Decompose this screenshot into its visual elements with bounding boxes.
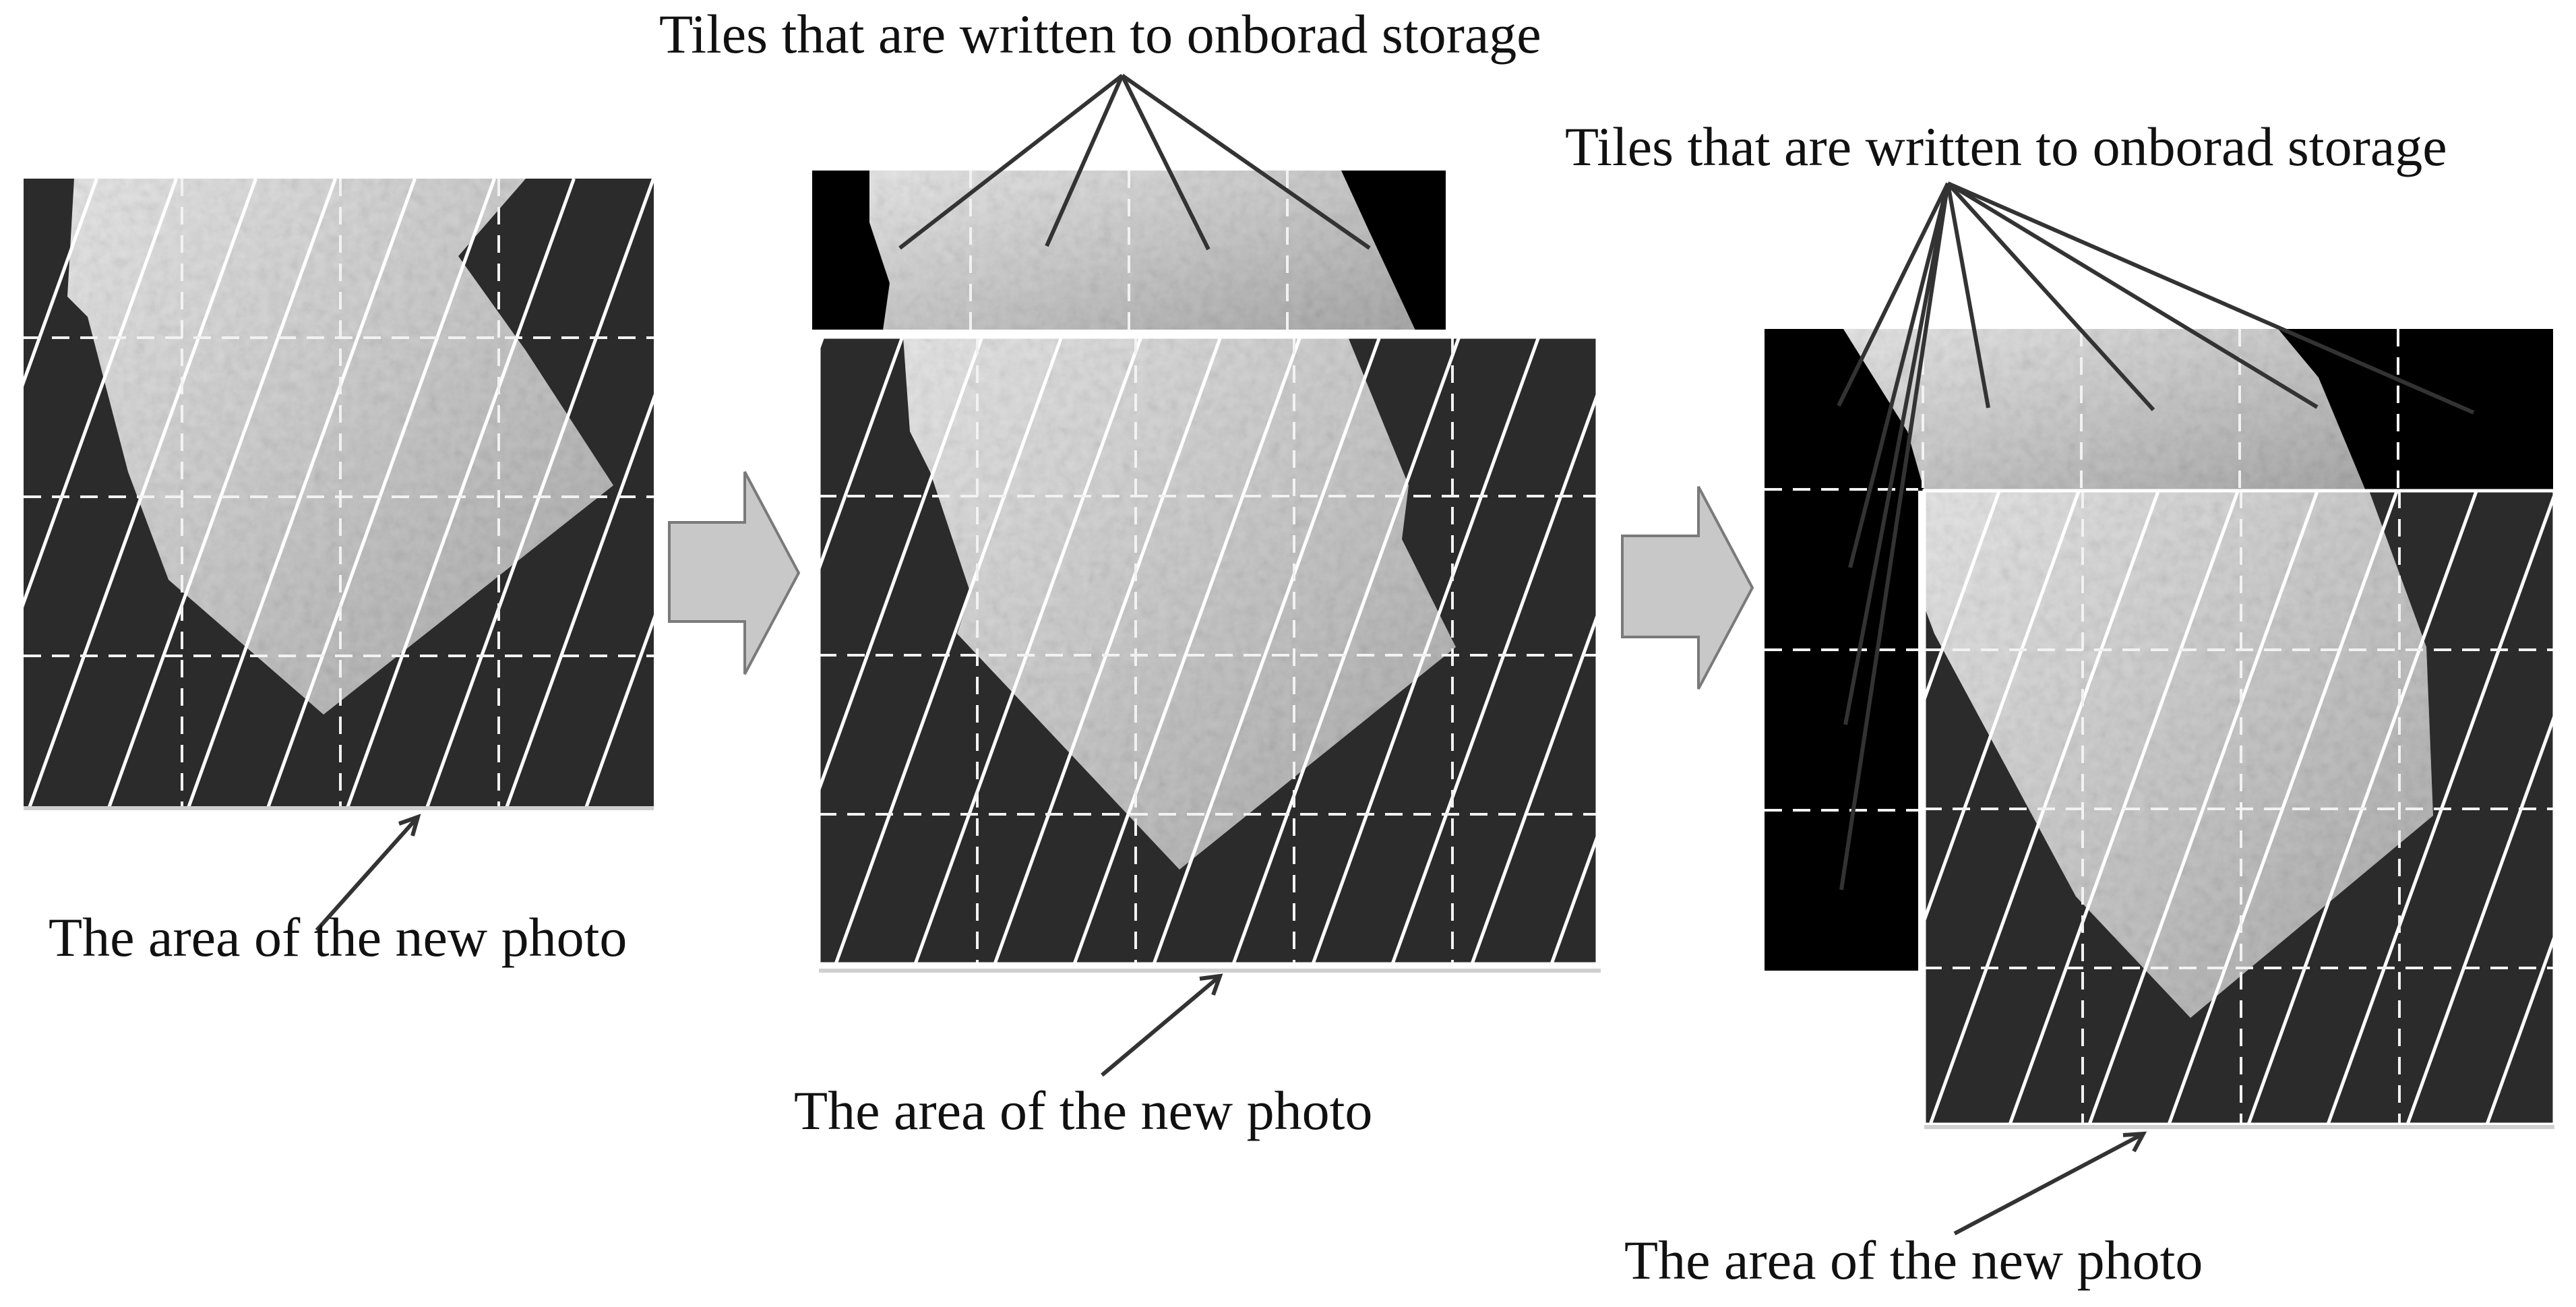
hatch-line: [1072, 337, 1302, 964]
hatch-line: [2167, 491, 2399, 1124]
hatch-line: [0, 179, 18, 807]
hatch-line: [1152, 337, 1382, 964]
hatch-line: [913, 337, 1143, 964]
hatch-line: [819, 337, 984, 795]
hatch-line: [266, 179, 496, 807]
hatch-line: [346, 179, 576, 807]
hatch-line: [2087, 491, 2319, 1124]
area-label-2: The area of the new photo: [794, 1080, 1372, 1141]
hatch-line: [819, 337, 904, 574]
photo-mosaic-3: [1924, 491, 2576, 1124]
stored-tiles-label-2: Tiles that are written to onborad storag…: [659, 3, 1541, 65]
stored-tiles-label-3: Tiles that are written to onborad storag…: [1565, 116, 2447, 177]
hatch-line: [24, 179, 178, 608]
hatch-line: [2485, 932, 2554, 1124]
hatch-line: [834, 337, 1064, 964]
hatch-line: [425, 179, 654, 807]
area-pointer-3: [1953, 1132, 2145, 1236]
hatch-line: [2567, 491, 2576, 1124]
area-pointer-1: [315, 816, 420, 932]
area-pointer-2: [1101, 974, 1221, 1077]
hatching-1: [0, 179, 654, 807]
hatch-line: [505, 394, 654, 807]
tile-grid-1: [24, 179, 654, 807]
photo-mosaic-2: [819, 337, 1597, 964]
panel-1: The area of the new photo: [0, 179, 654, 968]
hatch-line: [1311, 337, 1541, 964]
step-arrow-1: [668, 471, 801, 675]
hatch-line: [1470, 610, 1597, 964]
area-label-3: The area of the new photo: [1624, 1229, 2203, 1291]
step-arrow-2: [1621, 486, 1754, 690]
stored-tiles-leaders-3: [1837, 181, 2475, 890]
hatch-line: [993, 337, 1223, 964]
panel-2: Tiles that are written to onborad storag…: [659, 3, 1601, 1141]
hatch-line: [1231, 337, 1461, 964]
area-label-1: The area of the new photo: [49, 907, 627, 968]
panel-3: Tiles that are written to onborad storag…: [1565, 116, 2576, 1291]
hatch-line: [1924, 491, 2001, 704]
photo-mosaic-1: [0, 179, 654, 807]
hatch-line: [107, 179, 337, 807]
hatch-line: [1550, 831, 1597, 964]
hatch-line: [187, 179, 417, 807]
stored-tiles-leaders-2: [898, 73, 1371, 251]
hatch-line: [24, 179, 98, 387]
hatch-line: [28, 179, 257, 807]
hatch-line: [584, 614, 654, 807]
hatch-line: [1390, 390, 1597, 964]
